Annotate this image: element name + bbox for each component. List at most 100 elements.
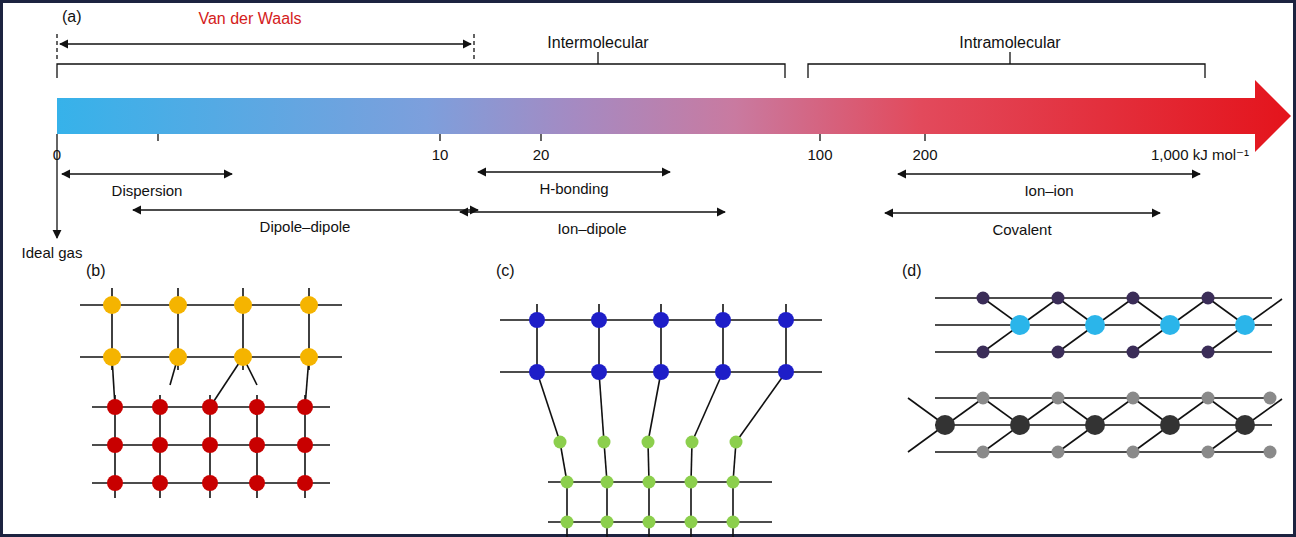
atom-dot: [107, 399, 123, 415]
atom-dot: [169, 296, 187, 314]
category-title: Van der Waals: [198, 10, 301, 28]
atom-dot: [1127, 292, 1140, 305]
bond-line: [732, 482, 734, 537]
atom-dot: [1160, 315, 1180, 335]
atom-dot: [234, 296, 252, 314]
category-title: Intramolecular: [959, 34, 1060, 52]
atom-dot: [561, 476, 574, 489]
atom-dot: [977, 346, 990, 359]
atom-dot: [1127, 392, 1140, 405]
atom-dot: [643, 476, 656, 489]
atom-dot: [554, 436, 567, 449]
atom-dot: [1010, 315, 1030, 335]
atom-dot: [152, 475, 168, 491]
atom-dot: [643, 516, 656, 529]
tick-number: 20: [533, 146, 550, 163]
panel-label: (d): [902, 262, 922, 280]
atom-dot: [107, 437, 123, 453]
atom-dot: [1127, 446, 1140, 459]
atom-dot: [300, 348, 318, 366]
atom-dot: [686, 436, 699, 449]
atom-dot: [727, 476, 740, 489]
atom-dot: [715, 312, 731, 328]
atom-dot: [202, 437, 218, 453]
atom-dot: [1235, 415, 1255, 435]
bond-line: [648, 482, 650, 537]
atom-dot: [152, 437, 168, 453]
panel-label: (b): [86, 262, 106, 280]
atom-dot: [778, 312, 794, 328]
atom-dot: [1052, 392, 1065, 405]
atom-dot: [1052, 346, 1065, 359]
lattice-illustrations: [80, 288, 1282, 537]
atom-dot: [1202, 446, 1215, 459]
atom-dot: [1264, 446, 1277, 459]
range-name: Ideal gas: [22, 244, 83, 261]
atom-dot: [591, 312, 607, 328]
atom-dot: [598, 436, 611, 449]
atom-dot: [977, 392, 990, 405]
range-name: Ion–dipole: [557, 220, 626, 237]
tick-number: 1,000 kJ mol⁻¹: [1151, 146, 1249, 163]
range-name: Covalent: [992, 221, 1051, 238]
atom-dot: [653, 364, 669, 380]
atom-dot: [249, 399, 265, 415]
atom-dot: [601, 516, 614, 529]
range-name: Dispersion: [112, 182, 183, 199]
atom-dot: [234, 348, 252, 366]
atom-dot: [529, 364, 545, 380]
bond-line: [648, 372, 661, 442]
atom-dot: [591, 364, 607, 380]
energy-arrow: [57, 80, 1291, 152]
atom-dot: [529, 312, 545, 328]
atom-dot: [561, 516, 574, 529]
atom-dot: [642, 436, 655, 449]
atom-dot: [685, 516, 698, 529]
bond-line: [599, 372, 604, 442]
atom-dot: [1085, 415, 1105, 435]
atom-dot: [1202, 346, 1215, 359]
atom-dot: [152, 399, 168, 415]
atom-dot: [297, 475, 313, 491]
atom-dot: [977, 446, 990, 459]
atom-dot: [778, 364, 794, 380]
atom-dot: [935, 415, 955, 435]
atom-dot: [1052, 292, 1065, 305]
category-title: Intermolecular: [547, 34, 648, 52]
scale: [57, 34, 1205, 238]
atom-dot: [202, 475, 218, 491]
atom-dot: [107, 475, 123, 491]
atom-dot: [1202, 392, 1215, 405]
tick-number: 10: [432, 146, 449, 163]
atom-dot: [1010, 415, 1030, 435]
atom-dot: [1127, 346, 1140, 359]
bond-line: [566, 482, 568, 537]
atom-dot: [1052, 446, 1065, 459]
atom-dot: [297, 437, 313, 453]
atom-dot: [601, 476, 614, 489]
atom-dot: [202, 399, 218, 415]
atom-dot: [1202, 292, 1215, 305]
atom-dot: [715, 364, 731, 380]
atom-dot: [169, 348, 187, 366]
atom-dot: [730, 436, 743, 449]
atom-dot: [249, 475, 265, 491]
range-name: Ion–ion: [1024, 182, 1073, 199]
atom-dot: [685, 476, 698, 489]
bond-line: [736, 372, 786, 442]
panel-label: (c): [496, 262, 515, 280]
atom-dot: [300, 296, 318, 314]
atom-dot: [1235, 315, 1255, 335]
atom-dot: [1160, 415, 1180, 435]
tick-number: 0: [53, 146, 61, 163]
panel-label: (a): [62, 8, 82, 26]
atom-dot: [1264, 392, 1277, 405]
bond-line: [606, 482, 608, 537]
bond-line: [537, 372, 560, 442]
atom-dot: [103, 296, 121, 314]
atom-dot: [727, 516, 740, 529]
bond-line: [692, 372, 723, 442]
